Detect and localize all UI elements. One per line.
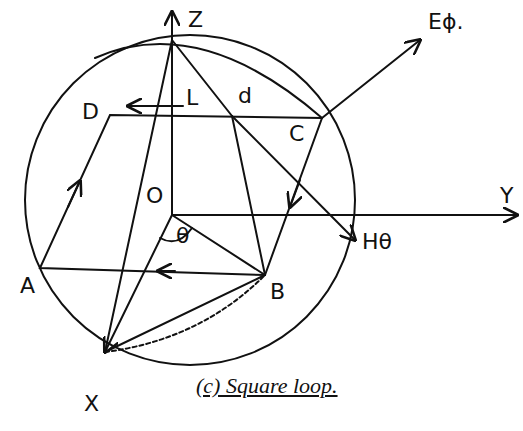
axis-label: Y — [500, 184, 513, 208]
current-arrow — [68, 181, 80, 207]
meridian-arc — [95, 44, 322, 118]
field-label: Eϕ. — [428, 10, 463, 34]
equator-arc — [105, 275, 265, 352]
y-axis — [172, 214, 517, 216]
construction-line — [105, 40, 172, 352]
length-label: L — [186, 86, 198, 110]
origin-label: O — [146, 184, 163, 208]
radius-line — [172, 215, 265, 275]
construction-line — [232, 116, 265, 275]
construction-line — [172, 40, 232, 116]
x-axis — [105, 215, 172, 352]
e-phi-vector — [322, 40, 420, 118]
axis-label: Z — [188, 8, 203, 32]
corner-label: C — [289, 122, 304, 146]
corner-label: B — [270, 280, 285, 304]
axis-label: X — [84, 392, 99, 416]
sphere-outline — [25, 35, 355, 365]
corner-label: A — [20, 274, 35, 298]
square-loop — [40, 115, 322, 275]
current-arrow — [158, 270, 175, 272]
figure-caption: (c) Square loop. — [196, 374, 338, 398]
corner-label: D — [82, 100, 99, 124]
angle-label: θ — [176, 224, 189, 248]
h-theta-vector — [232, 116, 355, 240]
length-label: d — [238, 84, 252, 108]
field-label: Hθ — [362, 230, 392, 254]
construction-line — [105, 275, 265, 352]
current-arrow — [128, 105, 183, 107]
